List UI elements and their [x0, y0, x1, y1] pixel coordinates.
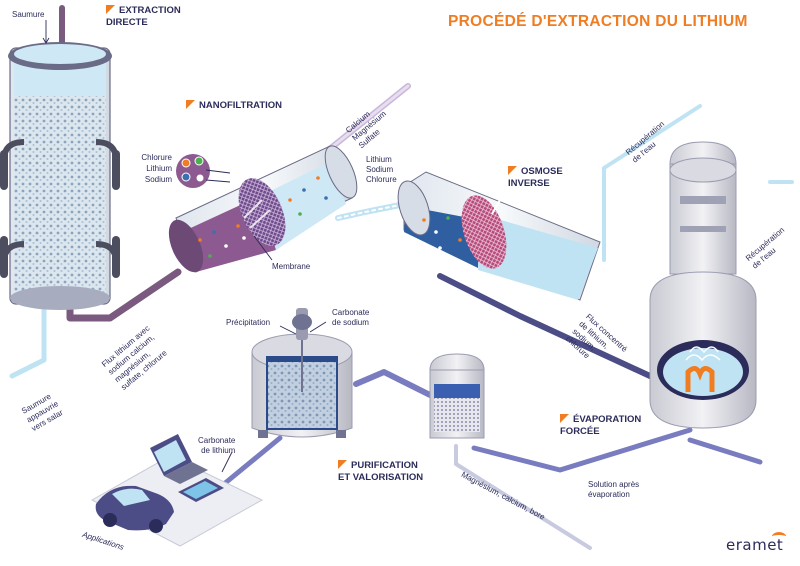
forced-evaporator	[649, 141, 757, 429]
osmose-tube	[397, 171, 601, 301]
extraction-column	[0, 42, 120, 310]
flag-icon	[560, 414, 569, 423]
eramet-logo: eramet	[726, 536, 784, 554]
label-carbonate-lithium: Carbonate de lithium	[198, 436, 236, 455]
label-precipitation: Précipitation	[226, 318, 271, 327]
applications-platform	[90, 434, 264, 547]
precipitation-reactor	[251, 308, 353, 438]
label-lithium: Lithium	[146, 164, 172, 173]
section-purification-valorisation: PURIFICATION ET VALORISATION	[338, 460, 424, 483]
section-extraction-directe: EXTRACTION DIRECTE	[106, 5, 181, 28]
section-evaporation-forcee: ÉVAPORATION FORCÉE	[560, 414, 642, 437]
section-osmose-inverse: OSMOSE INVERSE	[508, 166, 563, 189]
page-title: PROCÉDÉ D'EXTRACTION DU LITHIUM	[448, 13, 748, 30]
label-saumure: Saumure	[12, 10, 45, 19]
label-sodium: Sodium	[144, 175, 172, 184]
flag-icon	[186, 100, 195, 109]
section-nanofiltration: NANOFILTRATION	[186, 100, 282, 112]
flag-icon	[338, 460, 347, 469]
label-lithium-sodium-chlorure: Lithium Sodium Chlorure	[366, 155, 397, 184]
logo-mark-icon	[772, 532, 786, 541]
label-solution-apres-evaporation: Solution après évaporation	[588, 480, 640, 499]
ion-legend-bubble	[176, 154, 210, 188]
nanofiltration-tube	[168, 145, 358, 273]
depleted-brine-pipe	[9, 297, 47, 379]
flag-icon	[106, 5, 115, 14]
purification-column	[429, 353, 485, 439]
label-carbonate-sodium: Carbonate de sodium	[332, 308, 370, 327]
flag-icon	[508, 166, 517, 175]
label-membrane: Membrane	[272, 262, 311, 271]
label-chlorure: Chlorure	[141, 153, 172, 162]
